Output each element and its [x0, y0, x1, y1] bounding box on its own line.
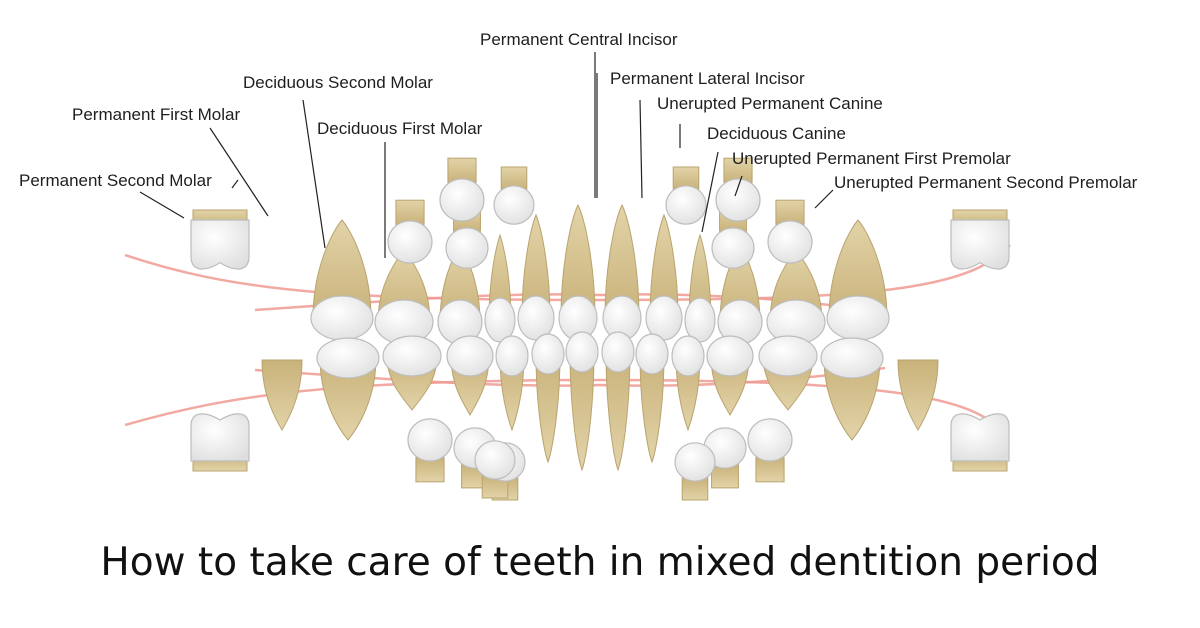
leader-line-4: [701, 151, 719, 233]
page-title: How to take care of teeth in mixed denti…: [100, 540, 1100, 585]
upper-second-molar-left-crown: [950, 219, 1010, 270]
gum-line-1: [124, 378, 1001, 431]
leader-line-5: [734, 175, 743, 197]
lower-root-left-5: [823, 357, 881, 441]
upper-crown-right-5: [310, 295, 374, 341]
leader-line-9: [209, 127, 269, 217]
lower-bud-canine-left-crown: [674, 442, 716, 482]
lower-crown-left-1: [635, 333, 669, 375]
upper-bud-central-left-crown: [715, 178, 761, 222]
upper-root-right-0: [560, 203, 596, 319]
lower-crown-left-0: [601, 331, 635, 373]
leader-lines: [139, 52, 834, 258]
lower-second-molar-left-crown: [950, 413, 1010, 462]
upper-bud-premolar2-right-crown: [387, 220, 433, 264]
lower-root-right-5: [319, 357, 377, 441]
upper-bud-premolar1-right-crown: [445, 227, 489, 269]
lower-crown-right-0: [565, 331, 599, 373]
upper-root-right-5: [312, 219, 372, 319]
lower-bud-incisor-center-crown: [474, 440, 516, 480]
leader-line-10: [139, 191, 185, 219]
label-unerupted-permanent-second-premolar: Unerupted Permanent Second Premolar: [834, 173, 1138, 192]
upper-bud-premolar1-left-crown: [711, 227, 755, 269]
lower-crown-right-3: [446, 335, 494, 377]
upper-root-left-2: [688, 233, 712, 321]
lower-crown-right-5: [316, 337, 380, 379]
upper-crown-right-2: [484, 297, 516, 343]
lower-root-right-1: [535, 353, 561, 464]
lower-crown-right-4: [382, 335, 442, 377]
lower-far-root-left: [897, 359, 939, 431]
upper-crown-left-1: [645, 295, 683, 341]
upper-crown-right-1: [517, 295, 555, 341]
lower-crown-left-4: [758, 335, 818, 377]
lower-crown-right-2: [495, 335, 529, 377]
label-permanent-lateral-incisor: Permanent Lateral Incisor: [610, 69, 805, 88]
gum-line-0: [124, 244, 1011, 302]
label-deciduous-first-molar: Deciduous First Molar: [317, 119, 483, 138]
lower-bud-premolar2-left-crown: [747, 418, 793, 462]
upper-root-left-0: [604, 203, 640, 319]
lower-root-left-1: [639, 353, 665, 464]
upper-bud-premolar2-left-crown: [767, 220, 813, 264]
upper-bud-canine-right-crown: [493, 185, 535, 225]
leader-line-2: [639, 99, 643, 199]
lower-crown-left-2: [671, 335, 705, 377]
lower-root-left-0: [605, 351, 631, 472]
label-unerupted-permanent-canine: Unerupted Permanent Canine: [657, 94, 883, 113]
leader-line-6: [814, 189, 834, 209]
upper-root-left-5: [828, 219, 888, 319]
upper-root-right-1: [521, 213, 551, 319]
lower-bud-premolar2-right-crown: [407, 418, 453, 462]
lower-crown-left-3: [706, 335, 754, 377]
label-permanent-second-molar: Permanent Second Molar: [19, 171, 212, 190]
upper-crown-left-5: [826, 295, 890, 341]
upper-bud-canine-left-crown: [665, 185, 707, 225]
upper-root-right-2: [488, 233, 512, 321]
lower-far-root-right: [261, 359, 303, 431]
tooth-crowns: [190, 178, 1010, 482]
upper-root-left-1: [649, 213, 679, 319]
leader-line-11: [231, 179, 239, 189]
label-unerupted-permanent-first-premolar: Unerupted Permanent First Premolar: [732, 149, 1011, 168]
lower-root-right-0: [569, 351, 595, 472]
lower-crown-left-5: [820, 337, 884, 379]
upper-bud-central-right-crown: [439, 178, 485, 222]
lower-crown-right-1: [531, 333, 565, 375]
label-permanent-first-molar: Permanent First Molar: [72, 105, 241, 124]
lower-second-molar-right-crown: [190, 413, 250, 462]
label-deciduous-second-molar: Deciduous Second Molar: [243, 73, 433, 92]
upper-crown-left-2: [684, 297, 716, 343]
leader-line-7: [302, 99, 326, 249]
label-deciduous-canine: Deciduous Canine: [707, 124, 846, 143]
upper-second-molar-right-crown: [190, 219, 250, 270]
label-permanent-central-incisor: Permanent Central Incisor: [480, 30, 678, 49]
